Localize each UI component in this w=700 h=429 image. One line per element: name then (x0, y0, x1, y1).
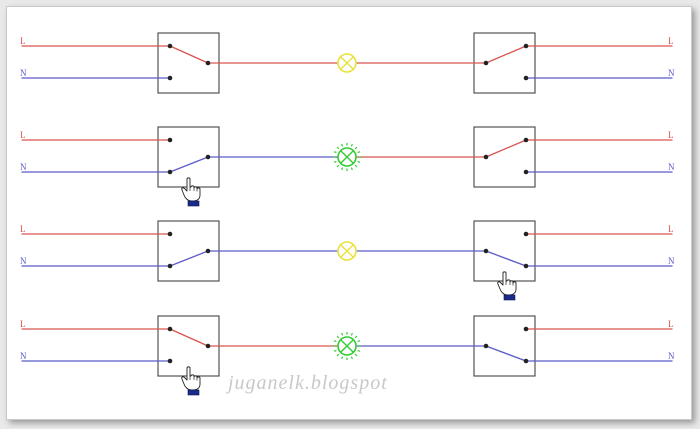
left-contact-neutral (167, 358, 173, 364)
lamp-cross (340, 56, 354, 70)
lamp-2 (337, 241, 357, 261)
lamp-ray (333, 160, 337, 163)
lamp-0 (337, 53, 357, 73)
lamp-cross (340, 244, 354, 258)
hand-cuff (503, 294, 516, 301)
left-contact-live (167, 43, 173, 49)
left-live-label: L (20, 319, 26, 329)
lamp-ray (341, 356, 344, 360)
right-contact-neutral (523, 75, 529, 81)
left-switch-pivot (205, 343, 211, 349)
right-switch-pivot (483, 343, 489, 349)
left-neutral-label: N (20, 256, 27, 266)
left-switch-lever (169, 250, 209, 267)
right-neutral-label: N (668, 68, 675, 78)
right-switch-lever (485, 345, 527, 362)
left-contact-neutral (167, 169, 173, 175)
hand-outline (497, 271, 517, 296)
lamp-ray (336, 164, 340, 168)
lamp-ray (354, 146, 358, 150)
left-neutral-label: N (20, 68, 27, 78)
lamp-ray (357, 160, 361, 163)
lamp-ray (357, 340, 361, 343)
right-contact-neutral (523, 169, 529, 175)
right-contact-neutral (523, 358, 529, 364)
lamp-ray (333, 340, 337, 343)
lamp-ray (341, 167, 344, 171)
left-contact-live (167, 326, 173, 332)
right-switch-pivot (483, 248, 489, 254)
left-contact-live (167, 231, 173, 237)
lamp-ray (357, 349, 361, 352)
right-switch-lever (485, 139, 527, 158)
right-live-label: L (668, 130, 674, 140)
right-live-label: L (668, 224, 674, 234)
right-live-label: L (668, 36, 674, 46)
right-switch-pivot (483, 60, 489, 66)
right-neutral-label: N (668, 351, 675, 361)
lamp-ray (350, 167, 353, 171)
left-live-label: L (20, 36, 26, 46)
lamp-ray (354, 335, 358, 339)
right-neutral-label: N (668, 256, 675, 266)
right-switch-lever (485, 250, 527, 267)
left-switch-lever (169, 328, 209, 347)
lamp-ray (333, 349, 337, 352)
lamp-ray (336, 335, 340, 339)
left-live-label: L (20, 130, 26, 140)
watermark-text-holder: juganelk.blogspot (228, 372, 388, 395)
lamp-ray (350, 356, 353, 360)
left-switch-pivot (205, 154, 211, 160)
lamp-ray (336, 353, 340, 357)
left-live-label: L (20, 224, 26, 234)
right-switch-pivot (483, 154, 489, 160)
right-contact-neutral (523, 263, 529, 269)
lamp-ray (350, 143, 353, 147)
right-neutral-label: N (668, 162, 675, 172)
right-switch-lever (485, 45, 527, 64)
hand-outline (181, 366, 201, 391)
left-contact-neutral (167, 263, 173, 269)
hand-pointer-icon (497, 271, 517, 301)
lamp-cross (340, 339, 354, 353)
left-neutral-label: N (20, 162, 27, 172)
lamp-cross (340, 150, 354, 164)
hand-pointer-icon (181, 366, 201, 396)
lamp-ray (354, 353, 358, 357)
left-switch-pivot (205, 60, 211, 66)
watermark: juganelk.blogspot (228, 372, 388, 394)
left-contact-neutral (167, 75, 173, 81)
left-switch-pivot (205, 248, 211, 254)
lamp-ray (341, 332, 344, 336)
lamp-ray (350, 332, 353, 336)
lamp-ray (336, 146, 340, 150)
hand-pointer-icon (181, 177, 201, 207)
lamp-3 (333, 332, 361, 360)
right-contact-live (523, 43, 529, 49)
lamp-1 (333, 143, 361, 171)
left-switch-lever (169, 45, 209, 64)
right-contact-live (523, 326, 529, 332)
hand-cuff (187, 389, 200, 396)
lamp-ray (341, 143, 344, 147)
right-contact-live (523, 231, 529, 237)
left-contact-live (167, 137, 173, 143)
left-neutral-label: N (20, 351, 27, 361)
left-switch-lever (169, 156, 209, 173)
right-contact-live (523, 137, 529, 143)
lamp-ray (333, 151, 337, 154)
lamp-ray (354, 164, 358, 168)
right-live-label: L (668, 319, 674, 329)
hand-outline (181, 177, 201, 202)
lamp-ray (357, 151, 361, 154)
hand-cuff (187, 200, 200, 207)
